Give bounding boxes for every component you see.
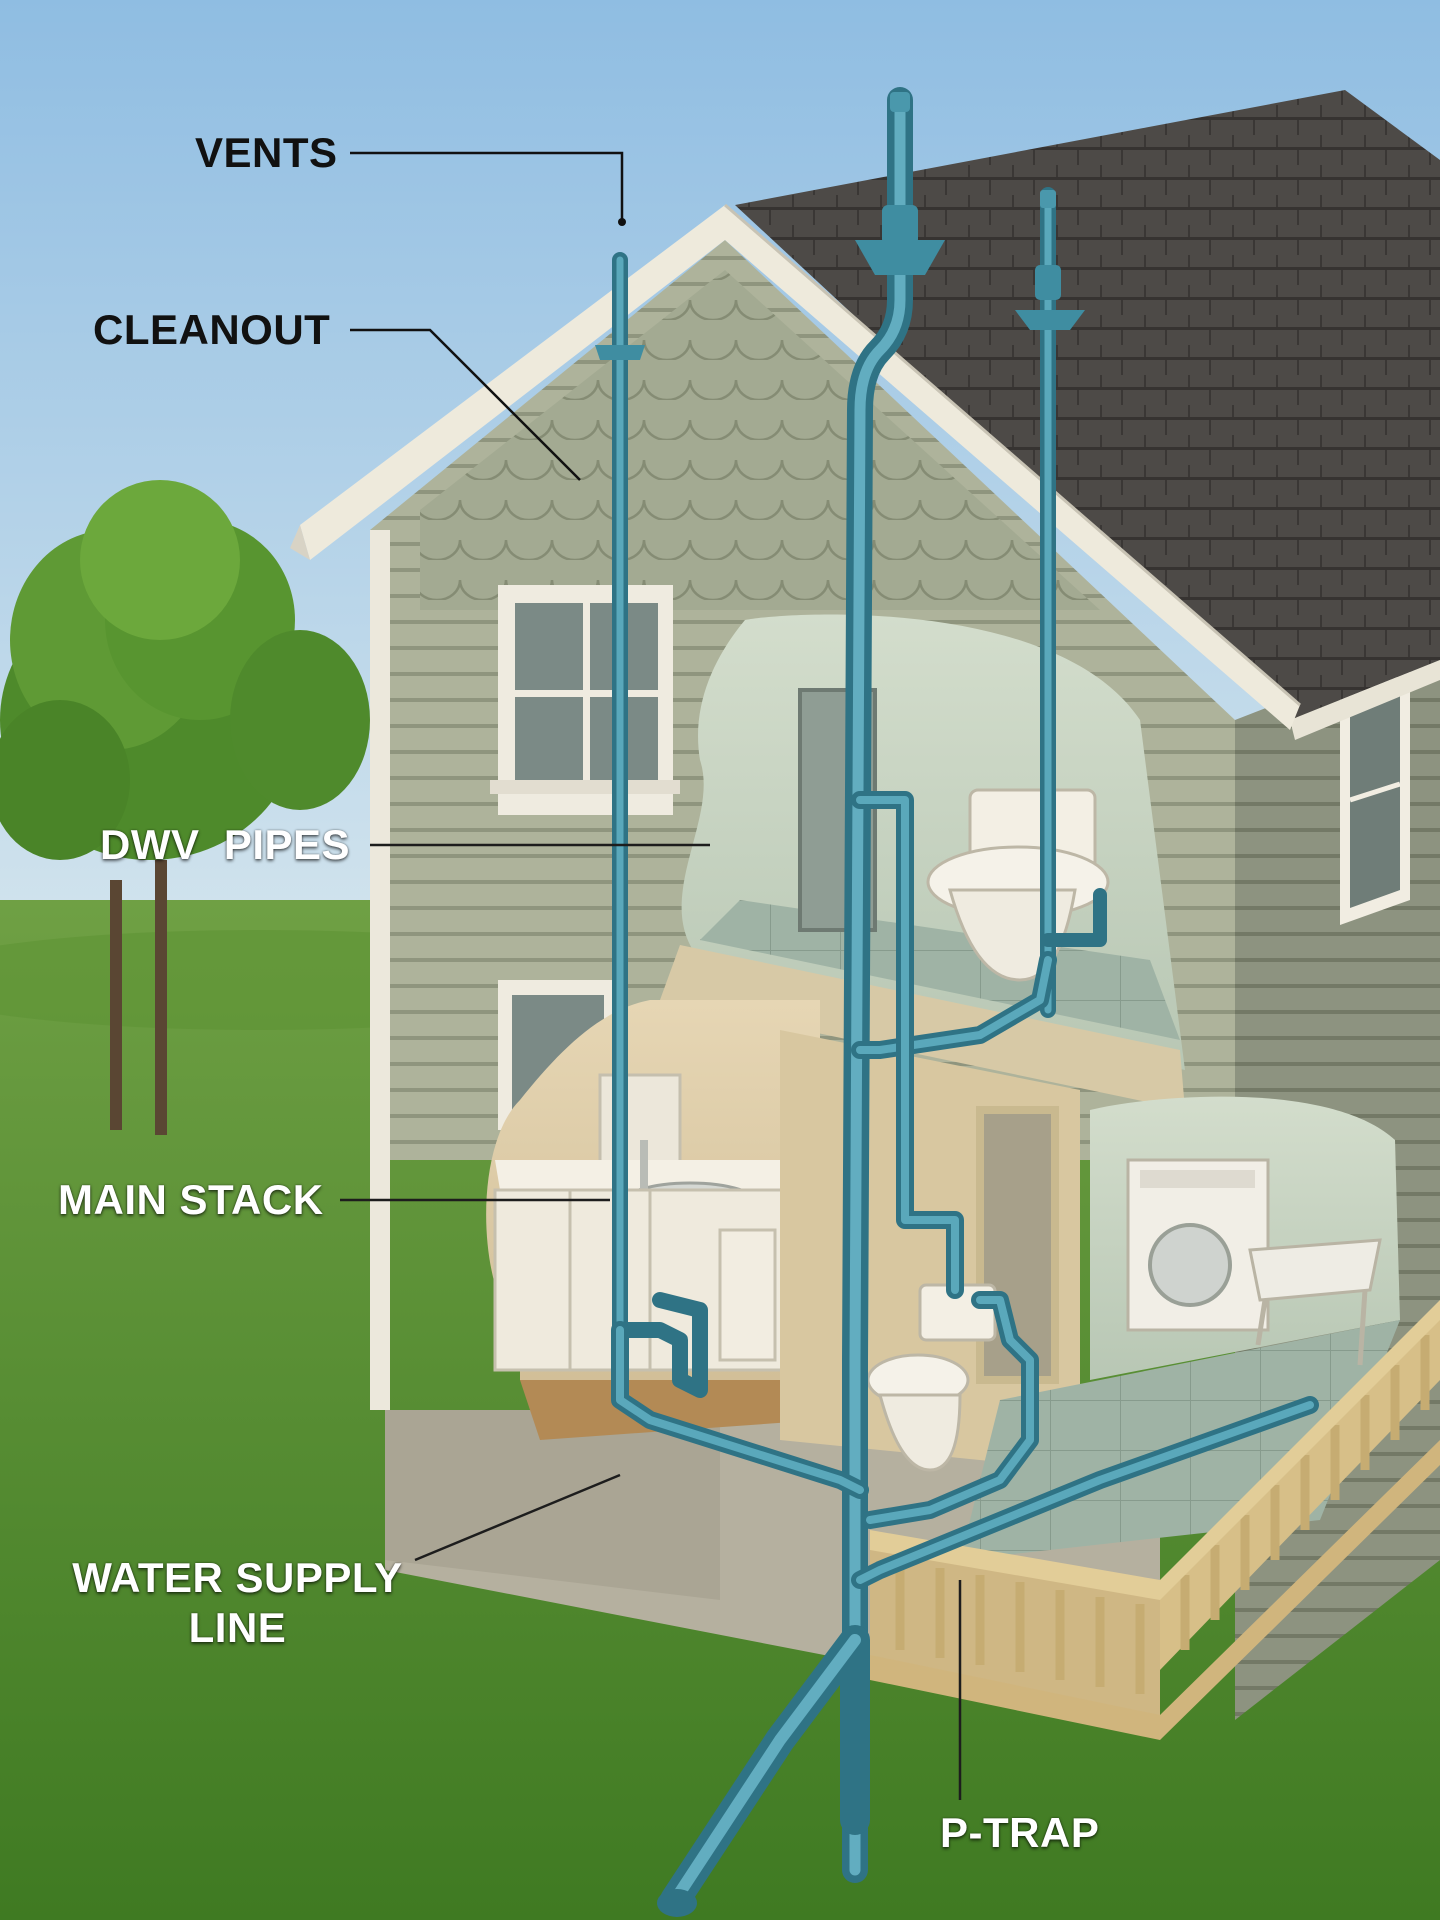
deck-rail — [1160, 1310, 1440, 1670]
gable-shingles — [420, 270, 1100, 610]
label-water-supply-line-1: WATER SUPPLY — [72, 1554, 403, 1601]
label-main-stack: MAIN STACK — [58, 1176, 324, 1223]
pipe-network — [611, 87, 1319, 1915]
label-water-supply-line: WATER SUPPLY LINE — [65, 1553, 410, 1654]
utility-sink-icon — [1248, 1238, 1382, 1366]
label-dwv-pipes: DWV PIPES — [100, 821, 351, 868]
label-vents: VENTS — [195, 129, 338, 176]
label-water-supply-line-2: LINE — [188, 1604, 287, 1652]
label-cleanout: CLEANOUT — [93, 306, 331, 353]
tree-icon — [0, 480, 370, 1135]
vent-caps — [595, 92, 1085, 1917]
window-icon — [1340, 665, 1410, 925]
leader-lines — [350, 151, 624, 481]
label-p-trap: P-TRAP — [940, 1809, 1100, 1856]
window-icon — [490, 585, 680, 815]
toilet-icon — [926, 788, 1110, 982]
washer-icon — [1126, 1158, 1270, 1332]
